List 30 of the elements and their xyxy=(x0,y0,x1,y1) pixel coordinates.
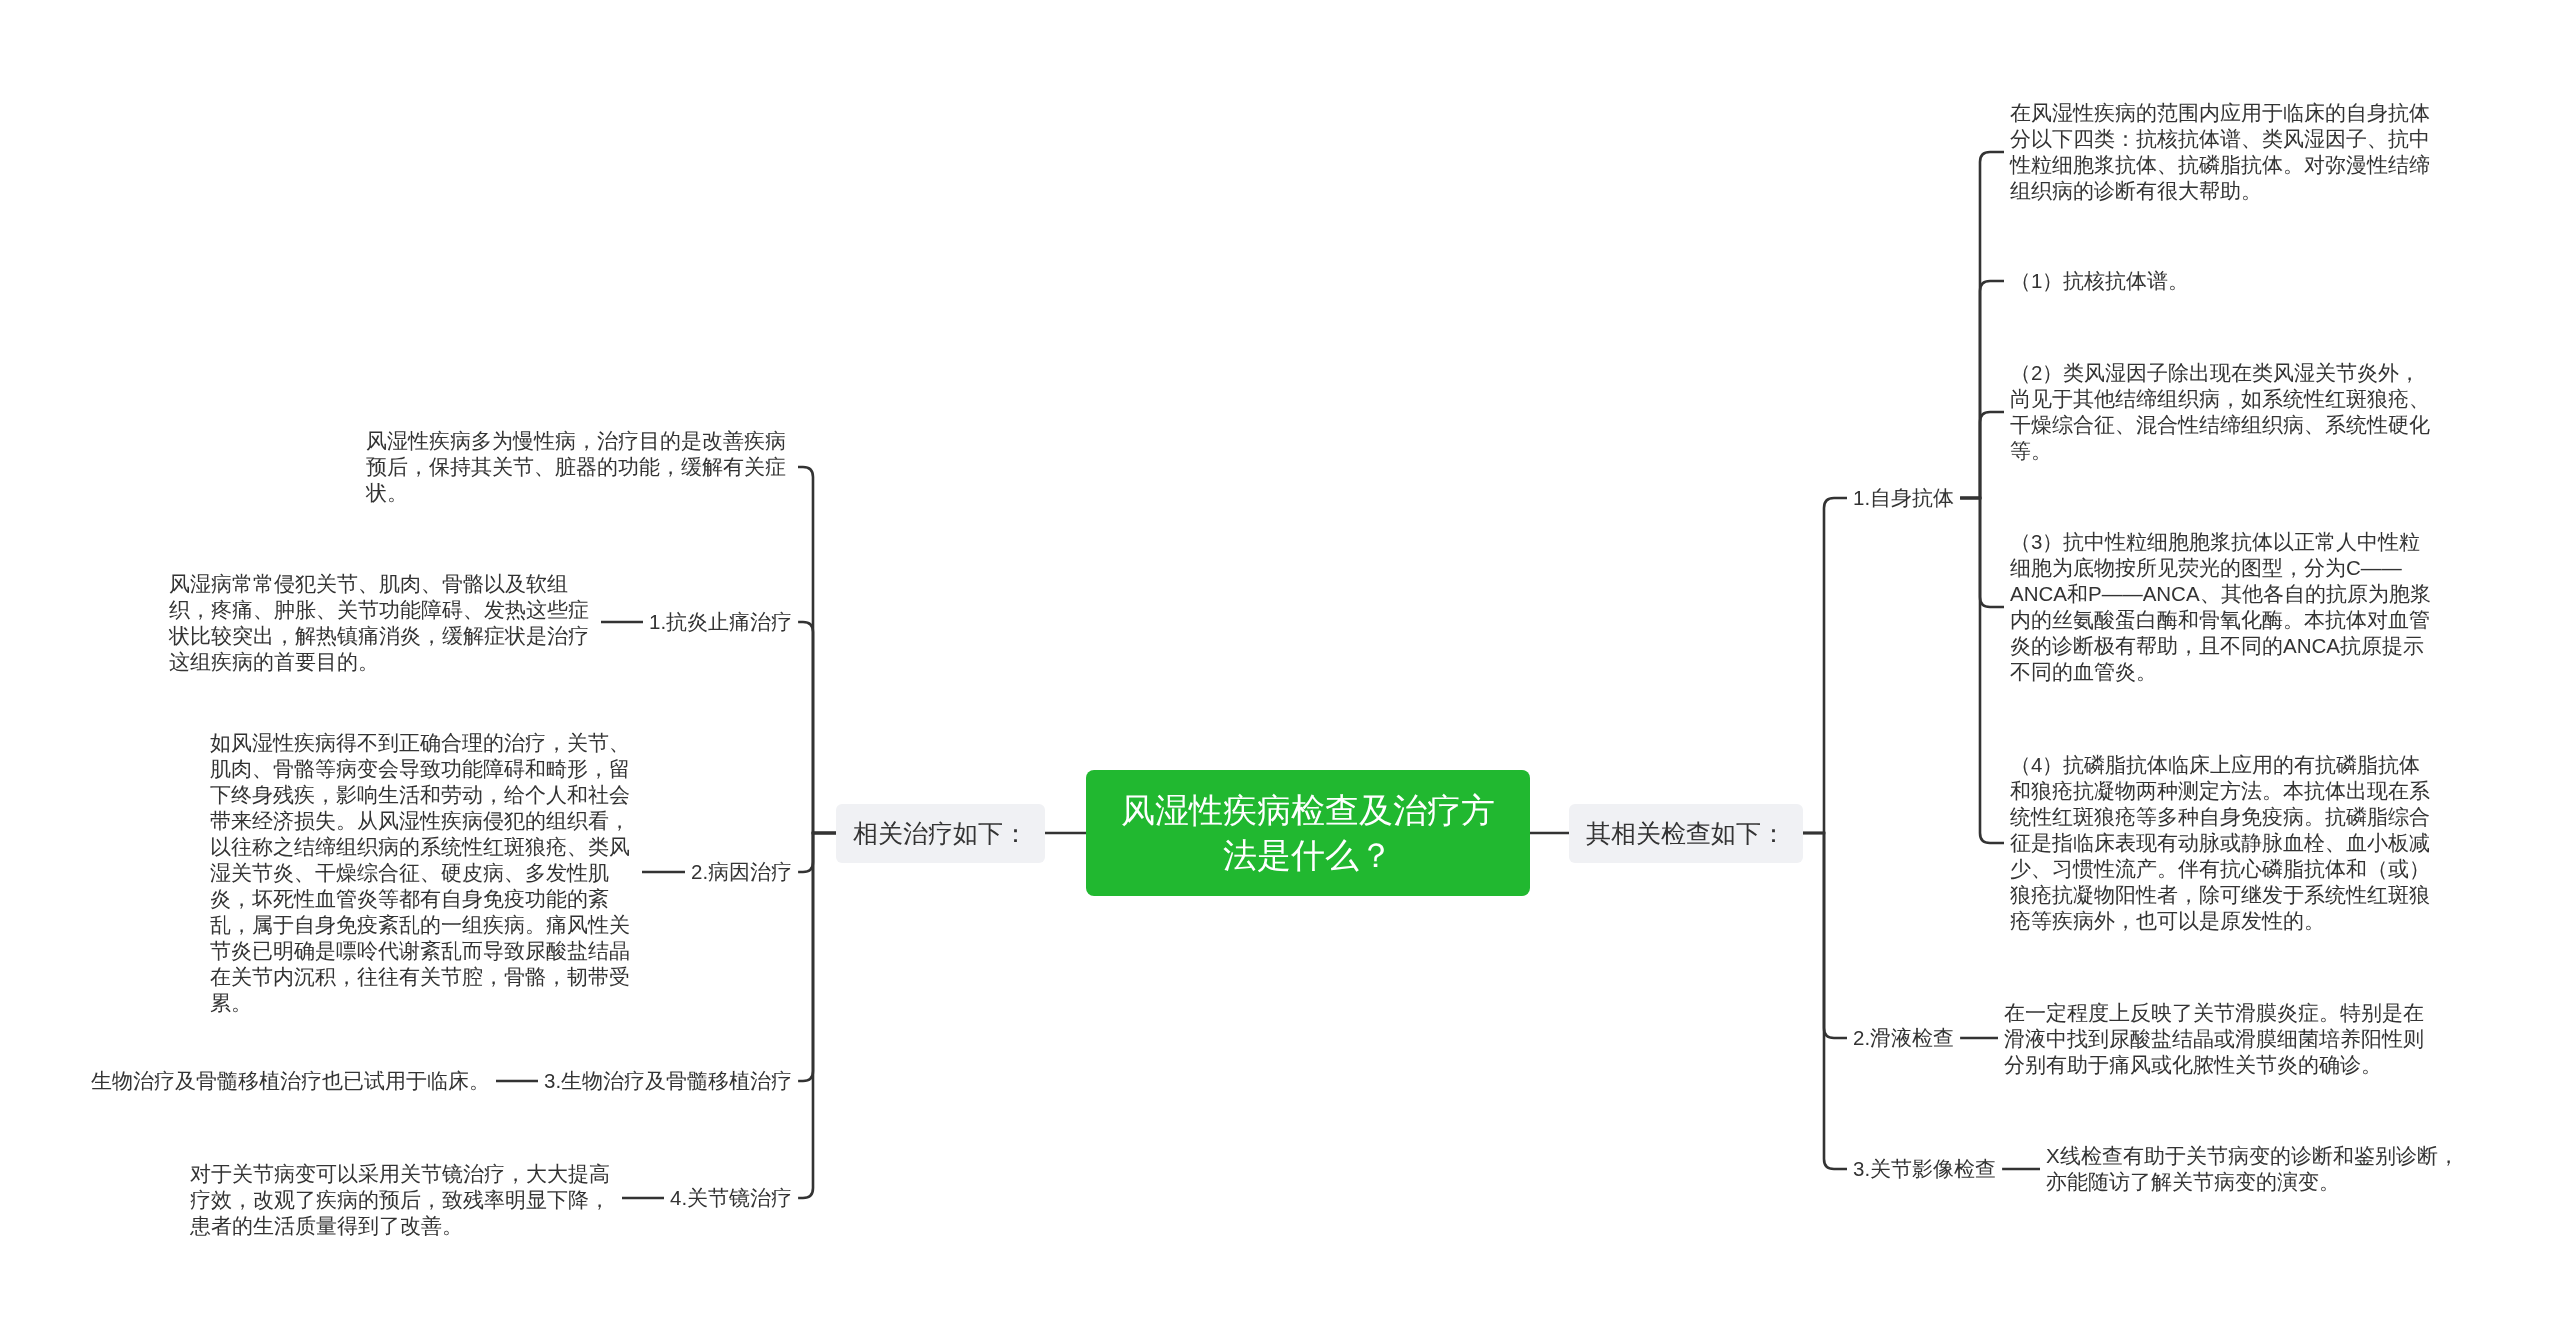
topic-label: 3.关节影像检查 xyxy=(1847,1156,2003,1182)
connector-line xyxy=(601,620,643,624)
note-text: 对于关节病变可以采用关节镜治疗，大大提高疗效，改观了疾病的预后，致残率明显下降，患者的生活质量得到了改善。 xyxy=(184,1161,622,1239)
note-text: （3）抗中性粒细胞胞浆抗体以正常人中性粒细胞为底物按所见荧光的图型，分为C——ANCA和P——ANCA、其他各自的抗原为胞浆内的丝氨酸蛋白酶和骨氧化酶。本抗体对血管炎的诊断极有帮助，且不同的ANCA抗原提示不同的血管炎。 xyxy=(2004,529,2442,685)
note-text: （2）类风湿因子除出现在类风湿关节炎外，尚见于其他结缔组织病，如系统性红斑狼疮、干燥综合征、混合性结缔组织病、系统性硬化等。 xyxy=(2004,360,2442,464)
connector-line xyxy=(496,1079,538,1083)
topic-label: 生物治疗及骨髓移植治疗也已试用于临床。 xyxy=(85,1068,496,1094)
central-topic-box: 风湿性疾病检查及治疗方法是什么？ xyxy=(1086,770,1530,896)
branch-topic-box: 其相关检查如下： xyxy=(1569,803,1803,863)
note-text: 在一定程度上反映了关节滑膜炎症。特别是在滑液中找到尿酸盐结晶或滑膜细菌培养阳性则分别有助于痛风或化脓性关节炎的确诊。 xyxy=(1998,1000,2436,1078)
connector-line xyxy=(642,870,685,874)
branch-topic-box: 相关治疗如下： xyxy=(836,803,1045,863)
connector-line xyxy=(622,1196,664,1200)
topic-label: 2.滑液检查 xyxy=(1847,1025,1961,1051)
connector-line xyxy=(1045,831,1086,835)
note-text: （1）抗核抗体谱。 xyxy=(2004,268,2442,294)
topic-label: 3.生物治疗及骨髓移植治疗 xyxy=(538,1068,799,1094)
topic-label: 1.自身抗体 xyxy=(1847,485,1961,511)
topic-label: 2.病因治疗 xyxy=(685,859,799,885)
note-text: （4）抗磷脂抗体临床上应用的有抗磷脂抗体和狼疮抗凝物两种测定方法。本抗体出现在系统性红斑狼疮等多种自身免疫病。抗磷脂综合征是指临床表现有动脉或静脉血栓、血小板减少、习惯性流产。伴有抗心磷脂抗体和（或）狼疮抗凝物阳性者，除可继发于系统性红斑狼疮等疾病外，也可以是原发性的。 xyxy=(2004,752,2442,934)
connector-line xyxy=(2002,1167,2040,1171)
note-text: 在风湿性疾病的范围内应用于临床的自身抗体分以下四类：抗核抗体谱、类风湿因子、抗中性粒细胞浆抗体、抗磷脂抗体。对弥漫性结缔组织病的诊断有很大帮助。 xyxy=(2004,100,2442,204)
note-text: 如风湿性疾病得不到正确合理的治疗，关节、肌肉、骨骼等病变会导致功能障碍和畸形，留下终身残疾，影响生活和劳动，给个人和社会带来经济损失。从风湿性疾病侵犯的组织看，以往称之结缔组织病的系统性红斑狼疮、类风湿关节炎、干燥综合征、硬皮病、多发性肌炎，坏死性血管炎等都有自身免疫功能的紊乱，属于自身免疫紊乱的一组疾病。痛风性关节炎已明确是嘌呤代谢紊乱而导致尿酸盐结晶在关节内沉积，往往有关节腔，骨骼，韧带受累。 xyxy=(204,730,642,1016)
note-text: X线检查有助于关节病变的诊断和鉴别诊断，亦能随访了解关节病变的演变。 xyxy=(2040,1143,2478,1195)
connector-line xyxy=(1960,1036,1998,1040)
note-text: 风湿病常常侵犯关节、肌肉、骨骼以及软组织，疼痛、肿胀、关节功能障碍、发热这些症状比较突出，解热镇痛消炎，缓解症状是治疗这组疾病的首要目的。 xyxy=(163,571,601,675)
topic-label: 1.抗炎止痛治疗 xyxy=(643,609,799,635)
note-text: 风湿性疾病多为慢性病，治疗目的是改善疾病预后，保持其关节、脏器的功能，缓解有关症状。 xyxy=(360,428,798,506)
topic-label: 4.关节镜治疗 xyxy=(664,1185,799,1211)
connector-line xyxy=(1530,831,1569,835)
